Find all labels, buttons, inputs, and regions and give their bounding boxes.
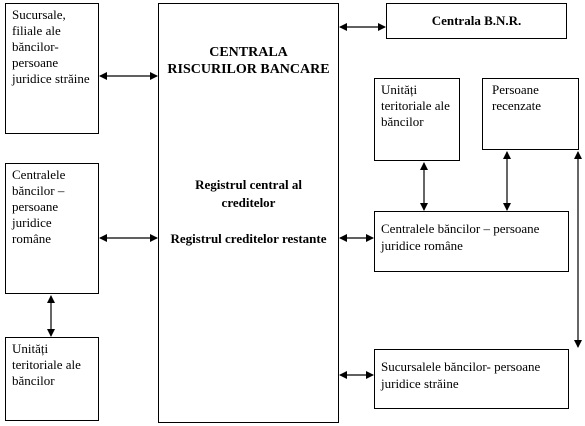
box-unitati-teritoriale-left-label: Unități teritoriale ale băncilor — [12, 341, 81, 388]
registrul-central-label: Registrul central al creditelor — [195, 177, 302, 210]
box-centralele-bancilor-right: Centralele băncilor – persoane juridice … — [374, 211, 569, 272]
registrul-restante-label: Registrul creditelor restante — [170, 231, 327, 246]
central-title: CENTRALA RISCURILOR BANCARE — [167, 45, 330, 77]
box-centrala-bnr-label: Centrala B.N.R. — [431, 13, 522, 28]
box-unitati-teritoriale-right: Unități teritoriale ale băncilor — [374, 78, 460, 161]
box-sucursalele-bancilor: Sucursalele băncilor- persoane juridice … — [374, 349, 569, 409]
box-centralele-bancilor-left: Centralele băncilor – persoane juridice … — [5, 163, 99, 294]
box-persoane-recenzate-label: Persoane recenzate — [492, 82, 542, 113]
box-centrala-riscurilor: CENTRALA RISCURILOR BANCARE Registrul ce… — [158, 3, 339, 423]
box-centralele-bancilor-right-label: Centralele băncilor – persoane juridice … — [381, 221, 540, 253]
box-sucursale-filiale: Sucursale, filiale ale băncilor-persoane… — [5, 3, 99, 134]
box-persoane-recenzate: Persoane recenzate — [482, 78, 579, 150]
box-sucursale-filiale-label: Sucursale, filiale ale băncilor-persoane… — [12, 7, 90, 86]
box-centralele-bancilor-left-label: Centralele băncilor – persoane juridice … — [12, 167, 66, 246]
box-centrala-bnr: Centrala B.N.R. — [386, 3, 567, 39]
box-unitati-teritoriale-right-label: Unități teritoriale ale băncilor — [381, 82, 450, 129]
box-sucursalele-bancilor-label: Sucursalele băncilor- persoane juridice … — [381, 359, 541, 391]
box-unitati-teritoriale-left: Unități teritoriale ale băncilor — [5, 337, 99, 421]
